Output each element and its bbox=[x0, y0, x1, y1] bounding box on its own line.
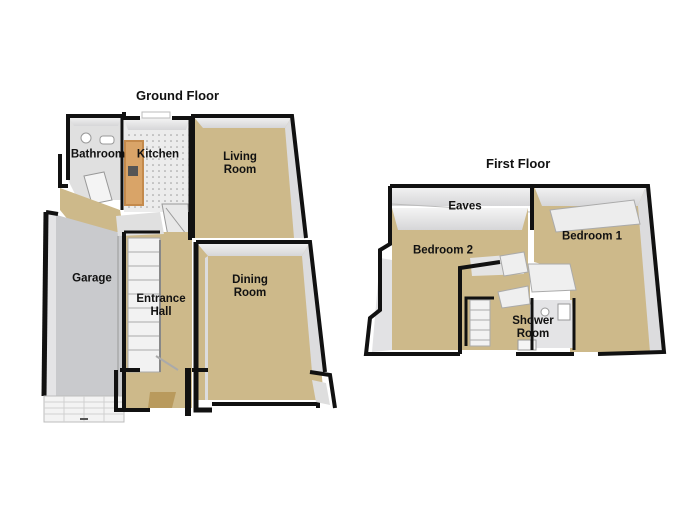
bedroom-2-label: Bedroom 2 bbox=[412, 244, 474, 257]
first-floor-staircase bbox=[469, 299, 491, 347]
first-floor-heading: First Floor bbox=[486, 156, 551, 171]
garage-area bbox=[41, 210, 125, 423]
bathroom-label: Bathroom bbox=[70, 148, 126, 161]
entrance-hall-area bbox=[114, 116, 212, 416]
staircase bbox=[127, 237, 161, 373]
bathroom-area bbox=[58, 114, 124, 210]
ground-floor-plan bbox=[41, 111, 337, 423]
ground-floor-heading: Ground Floor bbox=[136, 88, 220, 103]
shower-room-area bbox=[516, 298, 576, 356]
first-floor-plan bbox=[363, 184, 667, 356]
entrance-hall-label: Entrance Hall bbox=[136, 293, 186, 318]
bedroom-1-area bbox=[530, 184, 667, 356]
garage-label: Garage bbox=[72, 272, 112, 285]
dining-room-label: Dining Room bbox=[232, 274, 268, 299]
kitchen-label: Kitchen bbox=[136, 148, 180, 161]
kitchen-area bbox=[122, 111, 191, 237]
bedroom-1-label: Bedroom 1 bbox=[561, 230, 623, 243]
living-room-label: Living Room bbox=[223, 151, 257, 176]
dining-room-area bbox=[196, 240, 337, 409]
living-room-area bbox=[191, 114, 308, 239]
eaves-label: Eaves bbox=[448, 200, 482, 213]
landing-area bbox=[458, 251, 577, 354]
shower-room-label: Shower Room bbox=[512, 315, 554, 340]
